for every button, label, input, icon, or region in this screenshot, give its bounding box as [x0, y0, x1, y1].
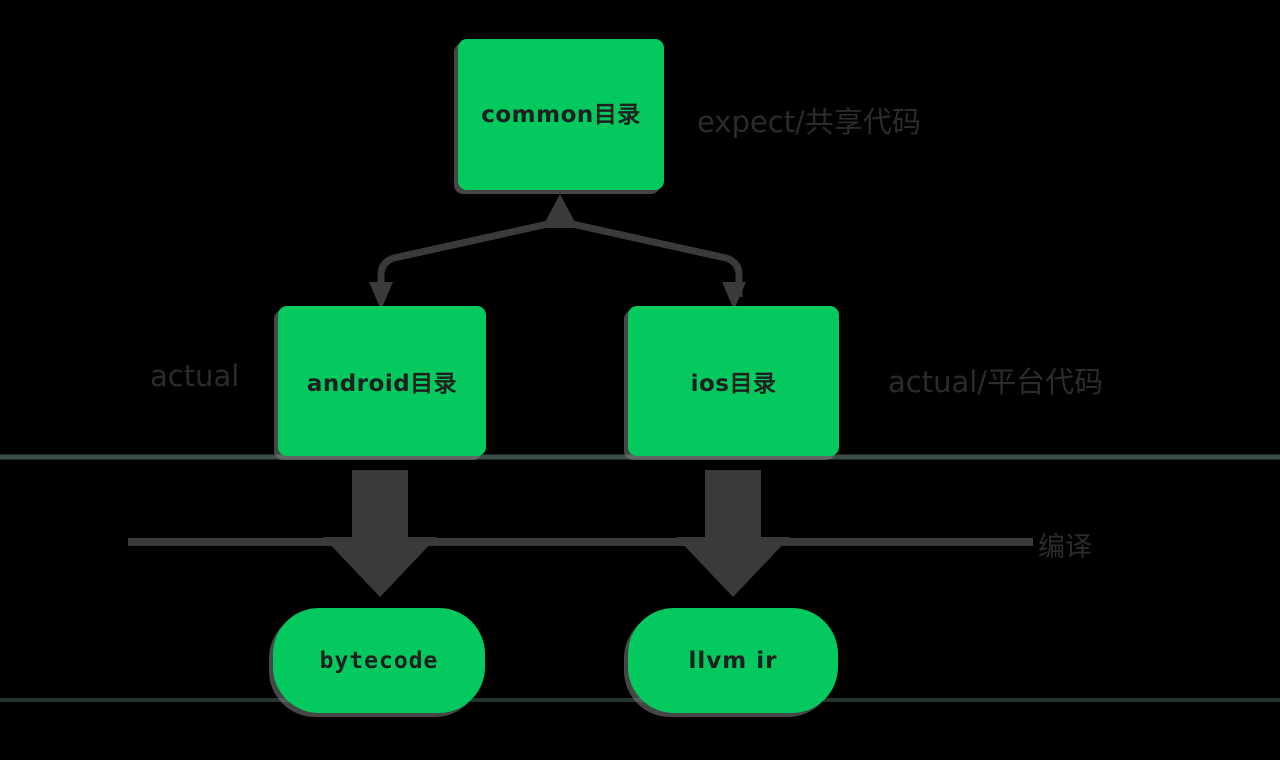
node-ios-directory[interactable]: ios目录 [628, 306, 839, 456]
caption-compile: 编译 [1038, 532, 1092, 563]
caption-actual: actual [150, 359, 240, 393]
ios-compile-block-arrow [676, 470, 790, 597]
node-ios-label: ios目录 [690, 371, 777, 397]
ios-arrowhead-down [722, 282, 746, 310]
caption-expect-shared-code: expect/共享代码 [697, 105, 921, 139]
android-compile-block-arrow [323, 470, 437, 597]
node-bytecode-label: bytecode [319, 647, 439, 674]
node-llvmir-output[interactable]: llvm ir [628, 608, 838, 713]
node-common-directory[interactable]: common目录 [458, 39, 664, 190]
node-llvmir-label: llvm ir [688, 647, 778, 674]
common-arrowhead-up [542, 194, 578, 228]
node-common-label: common目录 [481, 101, 641, 128]
node-android-directory[interactable]: android目录 [278, 306, 486, 456]
node-android-label: android目录 [306, 371, 458, 397]
caption-actual-platform-code: actual/平台代码 [888, 365, 1104, 399]
node-bytecode-output[interactable]: bytecode [273, 608, 485, 713]
android-arrowhead-down [369, 282, 393, 310]
